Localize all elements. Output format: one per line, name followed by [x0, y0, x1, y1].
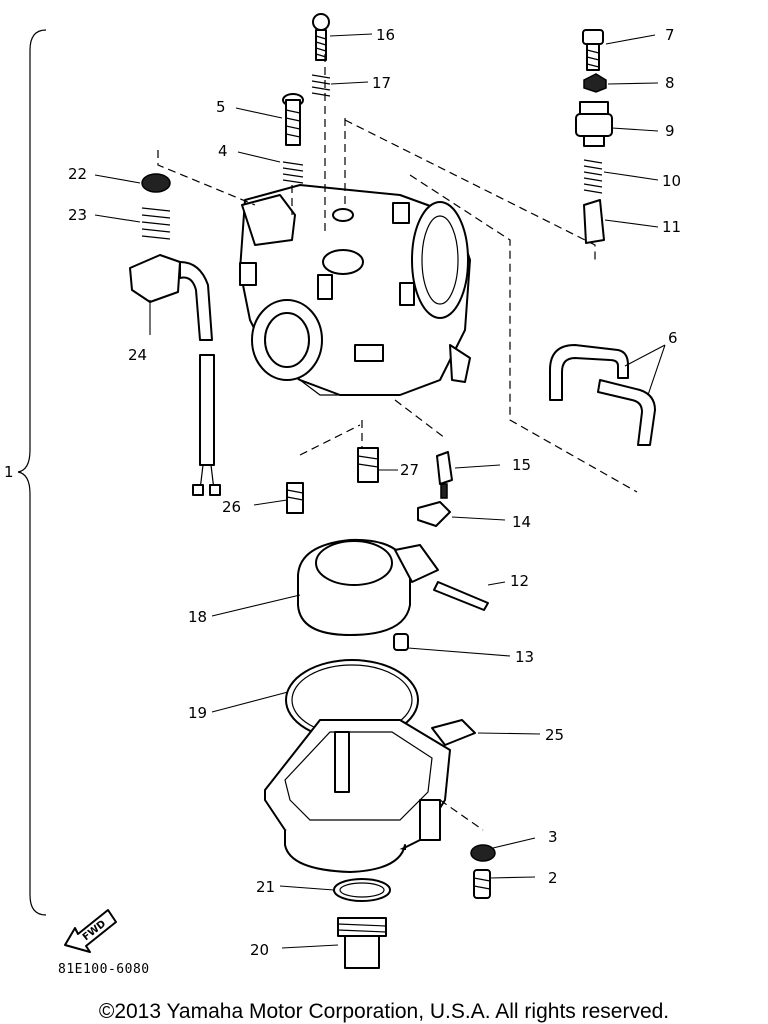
bowl-screw: [473, 869, 491, 899]
needle-valve: [436, 451, 453, 499]
callout-6: 6: [668, 329, 678, 347]
pilot-screw-stack: [575, 29, 613, 244]
callout-10: 10: [662, 172, 681, 190]
callout-17: 17: [372, 74, 391, 92]
callout-9: 9: [665, 122, 675, 140]
callout-20: 20: [250, 941, 269, 959]
float-bowl: [264, 719, 451, 873]
carburetor-body: [239, 184, 471, 396]
callout-2: 2: [548, 869, 558, 887]
callout-13: 13: [515, 648, 534, 666]
callout-3: 3: [548, 828, 558, 846]
leader-lines: [94, 33, 666, 949]
callout-25: 25: [545, 726, 564, 744]
callout-11: 11: [662, 218, 681, 236]
needle-clip: [417, 501, 451, 527]
vent-hose-2: [597, 379, 656, 446]
pilot-air-screw: [282, 93, 304, 184]
throttle-stop-screw: [311, 13, 331, 97]
washer: [470, 844, 496, 862]
callout-7: 7: [665, 26, 675, 44]
callout-21: 21: [256, 878, 275, 896]
callout-15: 15: [512, 456, 531, 474]
assembly-bracket: [17, 29, 47, 916]
float: [297, 538, 439, 636]
starter-plunger-assembly: [129, 173, 221, 496]
o-ring: [333, 878, 391, 902]
callout-8: 8: [665, 74, 675, 92]
callout-27: 27: [400, 461, 419, 479]
callout-1: 1: [4, 463, 14, 481]
fwd-arrow-icon: FWD: [64, 909, 117, 953]
callout-18: 18: [188, 608, 207, 626]
bracket: [431, 719, 476, 746]
callout-14: 14: [512, 513, 531, 531]
assembly-lines: [157, 54, 638, 831]
vent-hose: [549, 344, 629, 401]
callout-19: 19: [188, 704, 207, 722]
callout-labels: 1 16 17 5 4 7 8 9 10 11 22 23 24 6 27 15…: [4, 26, 681, 959]
main-jet: [286, 482, 304, 514]
callout-22: 22: [68, 165, 87, 183]
float-pin: [433, 581, 489, 611]
diagram-code: 81E100-6080: [58, 962, 150, 977]
callout-12: 12: [510, 572, 529, 590]
callout-24: 24: [128, 346, 147, 364]
float-screw: [393, 633, 409, 651]
pilot-jet: [357, 447, 379, 483]
callout-16: 16: [376, 26, 395, 44]
drain-plug: [337, 917, 387, 969]
callout-4: 4: [218, 142, 228, 160]
callout-26: 26: [222, 498, 241, 516]
copyright-notice: ©2013 Yamaha Motor Corporation, U.S.A. A…: [98, 1000, 670, 1023]
callout-23: 23: [68, 206, 87, 224]
callout-5: 5: [216, 98, 226, 116]
